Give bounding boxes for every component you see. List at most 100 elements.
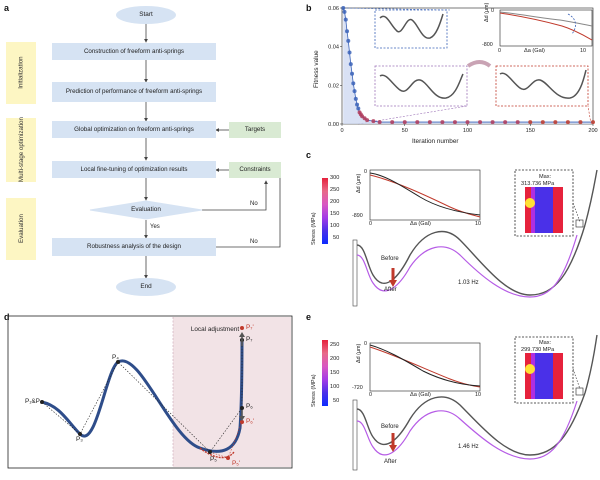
inset-c-xtick-left: 0 [369,221,372,227]
colorbar-c-tick-100: 100 [330,223,340,229]
local-adjustment-label: Local adjustment [190,326,240,333]
stage-initialization: Initialization [6,42,36,104]
fitness-point [565,120,570,125]
thumbnail-iteration-mid [374,65,468,107]
detail-c-core [535,187,553,233]
fitness-point [503,120,508,125]
colorbar-e-label: Stress (MPa) [311,374,317,407]
fitness-guide-early [343,7,451,11]
fitness-point [515,120,520,125]
fitness-point [427,120,432,125]
inset-c-curve-red [369,174,481,218]
inset-b-xtick-left: 0 [498,48,501,54]
fitness-ytick-label: 0.04 [328,45,339,51]
label-p1p2: P₁&P₂ [25,398,43,405]
fitness-point [356,106,361,111]
fitness-point [351,81,356,86]
label-p7: P₇ [246,336,253,343]
inset-b-xlabel: Δa (Gal) [524,48,545,54]
label-p6-prime: P₆' [246,418,255,425]
colorbar-e-tick-250: 250 [330,342,340,348]
colorbar-e-tick-150: 150 [330,370,340,376]
colorbar-e-tick-50: 50 [333,398,340,404]
colorbar-c-tick-50: 50 [333,235,340,241]
fitness-xtick-label: 0 [340,128,343,134]
before-after-arrowhead-c [389,280,397,287]
fitness-point [528,120,533,125]
fitness-point [478,120,483,125]
stage-evaluation-label: Evaluation [17,214,25,244]
point-p5 [208,450,212,454]
flow-end: End [116,278,176,296]
fitness-ytick-label: 0.02 [328,83,339,89]
thumbnail-curve-1 [379,13,444,39]
colorbar-e-tick-100: 100 [330,384,340,390]
spring-c-drawing [352,169,598,307]
max-e-value: 299.730 MPa [521,347,555,353]
flow-start: Start [116,6,176,24]
p7-shift-arrowhead [239,332,245,337]
point-p6 [240,406,244,410]
stage-multi-stage-optimization: Multi-stage optimization [6,117,36,183]
inset-c-xtick-right: 10 [475,221,481,227]
fitness-xlabel: Iteration number [412,138,459,145]
fitness-point [347,50,352,55]
fitness-point [578,120,583,125]
fitness-point [348,62,353,67]
spring-e-tail [584,334,598,394]
point-p6-prime [240,420,244,424]
panel-e-letter: e [306,312,312,322]
step-construction: Construction of freeform anti-springs [52,43,216,60]
label-p3: P₃ [76,436,83,443]
side-constraints: Constraints [229,162,281,178]
fitness-line [342,7,593,123]
inset-c-xlabel: Δa (Gal) [410,221,431,227]
inset-c-curve-black [369,172,481,216]
fitness-point [390,120,395,125]
inset-b-ytick-top: 0 [491,8,494,14]
inset-e-ytick-bottom: -720 [352,385,363,391]
fitness-point [345,29,350,34]
fitness-point [377,120,382,125]
fitness-xtick-label: 100 [463,128,472,134]
point-p7-prime [240,326,244,330]
colorbar-c [322,178,328,244]
label-p5-prime: P₅' [232,460,241,467]
colorbar-e-tick-200: 200 [330,356,340,362]
fitness-point [350,71,355,76]
before-c-label: Before [381,256,399,262]
decision-evaluation-shape [89,200,203,220]
fitness-point [346,38,351,43]
control-point-diagram [7,315,293,469]
colorbar-c-label: Stress (MPa) [311,212,317,245]
colorbar-c-tick-250: 250 [330,187,340,193]
before-after-arrowhead-e [389,445,397,452]
panel-a-letter: a [4,3,10,13]
adjusted-curve [199,447,235,459]
stage-optimization-label: Multi-stage optimization [17,117,25,183]
frequency-c: 1.03 Hz [458,280,479,286]
fitness-point [341,6,346,10]
fitness-ylabel: Fitness value [313,50,320,88]
stage-initialization-label: Initialization [17,56,25,90]
detail-e-hotspot [525,364,535,374]
detail-c-mid [531,187,535,233]
label-p6: P₆ [246,403,253,410]
fitness-point [353,96,358,101]
detail-c-hotspot [525,198,535,208]
inset-e-ylabel: Δd (μm) [356,343,362,363]
fitness-xtick-label: 50 [402,128,408,134]
step-global-optimization: Global optimization on freeform anti-spr… [52,121,216,138]
no-label-1: No [250,201,258,207]
fitness-point [402,120,407,125]
fitness-point [452,120,457,125]
frequency-e: 1.46 Hz [458,444,479,450]
label-p7-prime: P₇' [246,324,254,331]
thumbnail-iteration-final [495,65,589,107]
fitness-point [355,102,360,107]
fitness-point [540,120,545,125]
inset-b-ytick-bottom: -800 [482,42,493,48]
fitness-point [365,118,370,123]
yes-label: Yes [150,224,160,230]
detail-c-leader [572,202,581,223]
